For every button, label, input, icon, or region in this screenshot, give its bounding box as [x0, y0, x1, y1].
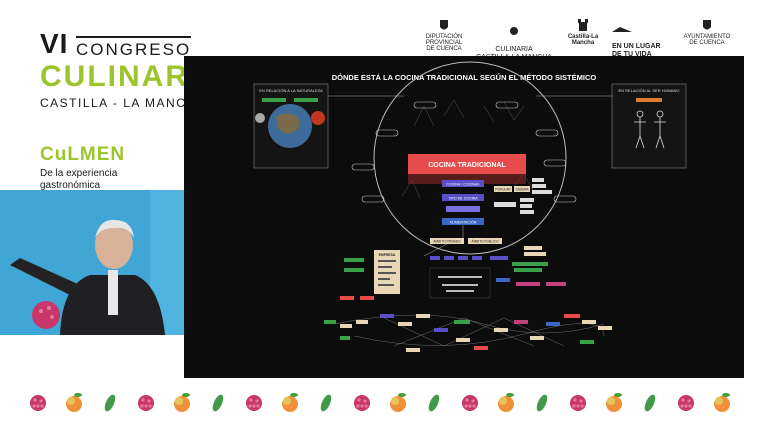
systemic-diagram: DÓNDE ESTÁ LA COCINA TRADICIONAL SEGÚN E…	[253, 61, 687, 352]
svg-text:POPULAR: POPULAR	[495, 188, 511, 192]
center-label: COCINA TRADICIONAL	[428, 162, 506, 169]
peach-icon	[390, 393, 406, 412]
moon-icon	[255, 113, 265, 123]
seal-icon	[703, 20, 711, 30]
node-ambito-publico	[468, 238, 502, 244]
raspberry-icon	[678, 395, 694, 411]
peach-icon	[714, 393, 730, 412]
svg-text:ÁMBITO PRIVADO: ÁMBITO PRIVADO	[433, 240, 461, 244]
subtitle-line-1: De la experiencia	[40, 168, 118, 179]
culinaria-logo-icon	[510, 27, 518, 35]
speaker-video	[0, 190, 184, 335]
seal-icon	[440, 20, 448, 30]
node-label: TIPO DE COCINA	[448, 197, 478, 201]
windmill-icon	[612, 27, 632, 32]
node-casera	[514, 186, 530, 192]
node-alimentacion	[442, 218, 484, 225]
sponsor-ayuntamiento: AYUNTAMIENTO DE CUENCA	[682, 18, 732, 46]
system-circle	[373, 61, 567, 255]
sponsor-label: Castilla-La Mancha	[567, 34, 599, 46]
speaker-figure	[0, 190, 184, 335]
node-cocinas	[442, 180, 484, 187]
raspberry-icon	[462, 395, 478, 411]
peach-icon	[66, 393, 82, 412]
node-label: COCINA / COCINAS	[446, 183, 480, 187]
fruit-decoration-strip	[20, 390, 740, 416]
sponsor-diputacion: DIPUTACIÓN PROVINCIAL DE CUENCA	[422, 18, 466, 52]
slide-title: DÓNDE ESTÁ LA COCINA TRADICIONAL SEGÚN E…	[332, 73, 597, 82]
svg-text:CASERA: CASERA	[515, 188, 529, 192]
peach-icon	[498, 393, 514, 412]
peach-icon	[282, 393, 298, 412]
congreso-label: CONGRESO	[76, 36, 192, 60]
sponsor-logos: DIPUTACIÓN PROVINCIAL DE CUENCA CULINARI…	[420, 18, 740, 61]
subtitle-line-2: gastronómica	[40, 180, 101, 191]
raspberry-icon	[570, 395, 586, 411]
leaf-icon	[212, 394, 224, 412]
sponsor-castilla: Castilla-La Mancha	[558, 18, 608, 46]
culmen-subtitle: De la experiencia gastronómica	[40, 168, 150, 192]
sponsor-label: AYUNTAMIENTO DE CUENCA	[683, 34, 731, 46]
node-tipo-cocina	[442, 194, 484, 201]
region-label: CASTILLA - LA MANCHA	[40, 96, 207, 110]
peach-icon	[606, 393, 622, 412]
fruit-icons	[30, 393, 730, 412]
mars-icon	[311, 111, 325, 125]
leaf-icon	[320, 394, 332, 412]
presentation-slide: DÓNDE ESTÁ LA COCINA TRADICIONAL SEGÚN E…	[184, 56, 744, 378]
peach-icon	[174, 393, 190, 412]
leaf-icon	[428, 394, 440, 412]
leaf-icon	[104, 394, 116, 412]
svg-text:EMPRESA: EMPRESA	[379, 253, 396, 257]
nature-card-title: EN RELACIÓN A LA NATURALEZA	[259, 88, 323, 93]
node-label: ALIMENTACIÓN	[450, 220, 477, 225]
node-popular	[494, 186, 512, 192]
castle-icon	[578, 19, 588, 31]
human-card-title: EN RELACIÓN AL SER HUMANO	[619, 88, 680, 93]
sponsor-label: EN UN LUGAR DE TU VIDA	[612, 43, 661, 58]
sponsor-en-un-lugar: EN UN LUGAR DE TU VIDA	[612, 18, 672, 59]
svg-text:ÁMBITO PÚBLICO: ÁMBITO PÚBLICO	[471, 239, 499, 244]
human-card	[611, 83, 687, 169]
cocina-tradicional-node	[408, 154, 526, 174]
culmen-title: CuLMEN	[40, 144, 126, 165]
leaf-icon	[644, 394, 656, 412]
raspberry-icon	[30, 395, 46, 411]
node-ambito-privado	[430, 238, 464, 244]
edition-number: VI	[40, 28, 69, 59]
sponsor-label: DIPUTACIÓN PROVINCIAL DE CUENCA	[425, 34, 463, 52]
raspberry-icon	[138, 395, 154, 411]
raspberry-icon	[246, 395, 262, 411]
leaf-icon	[536, 394, 548, 412]
human-figures-icon	[634, 110, 666, 149]
raspberry-icon	[354, 395, 370, 411]
